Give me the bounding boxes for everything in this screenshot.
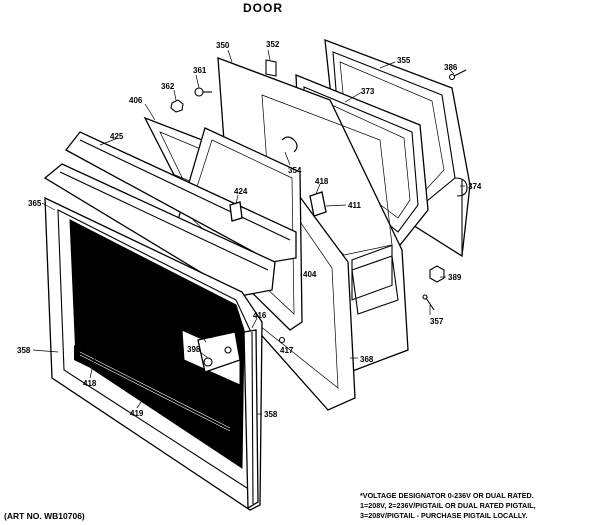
art-number: (ART NO. WB10706) xyxy=(4,511,85,521)
screw-386 xyxy=(448,69,467,81)
note-line-1: *VOLTAGE DESIGNATOR 0-236V OR DUAL RATED… xyxy=(360,491,534,500)
outer-door-frame-365 xyxy=(44,196,263,511)
label-365: 365 xyxy=(28,199,42,208)
label-374: 374 xyxy=(468,182,482,191)
label-417: 417 xyxy=(280,346,294,355)
label-406: 406 xyxy=(129,96,143,105)
label-418-bottom: 418 xyxy=(83,379,97,388)
part-labels: 350 352 355 386 361 362 406 373 425 354 … xyxy=(17,40,482,419)
label-368: 368 xyxy=(360,355,374,364)
screw-357 xyxy=(422,294,435,311)
leader-lines xyxy=(32,49,465,415)
diagram-title: DOOR xyxy=(243,1,283,15)
note-line-2: 1=208V, 2=236V/PIGTAIL OR DUAL RATED PIG… xyxy=(360,501,536,510)
label-386: 386 xyxy=(444,63,458,72)
label-424: 424 xyxy=(234,187,248,196)
label-362: 362 xyxy=(161,82,175,91)
note-line-3: 3=208V/PIGTAIL - PURCHASE PIGTAIL LOCALL… xyxy=(360,511,528,520)
bracket-374 xyxy=(454,177,468,197)
screw-361 xyxy=(194,87,212,97)
label-373: 373 xyxy=(361,87,375,96)
label-425: 425 xyxy=(110,132,124,141)
label-352: 352 xyxy=(266,40,280,49)
label-389: 389 xyxy=(448,273,462,282)
label-358-left: 358 xyxy=(17,346,31,355)
label-416: 416 xyxy=(253,311,267,320)
label-419: 419 xyxy=(130,409,144,418)
label-404: 404 xyxy=(303,270,317,279)
clip-352 xyxy=(265,59,277,77)
label-398: 398 xyxy=(187,345,201,354)
label-350: 350 xyxy=(216,41,230,50)
label-361: 361 xyxy=(193,66,207,75)
label-357: 357 xyxy=(430,317,444,326)
label-418-top: 418 xyxy=(315,177,329,186)
nut-389 xyxy=(429,265,445,283)
top-trim-425 xyxy=(43,131,297,297)
door-glass-dark xyxy=(69,219,245,469)
label-355: 355 xyxy=(397,56,411,65)
hinge-418 xyxy=(309,191,327,217)
label-411: 411 xyxy=(348,201,361,210)
voltage-note: *VOLTAGE DESIGNATOR 0-236V OR DUAL RATED… xyxy=(360,491,536,520)
clip-424 xyxy=(229,201,243,222)
label-354: 354 xyxy=(288,166,302,175)
clip-418-lower xyxy=(91,333,105,351)
label-358-right: 358 xyxy=(264,410,278,419)
bracket-398 xyxy=(197,331,241,373)
nut-362 xyxy=(170,99,184,113)
label-422: 422 xyxy=(199,331,213,340)
insulation-354 xyxy=(281,136,298,153)
